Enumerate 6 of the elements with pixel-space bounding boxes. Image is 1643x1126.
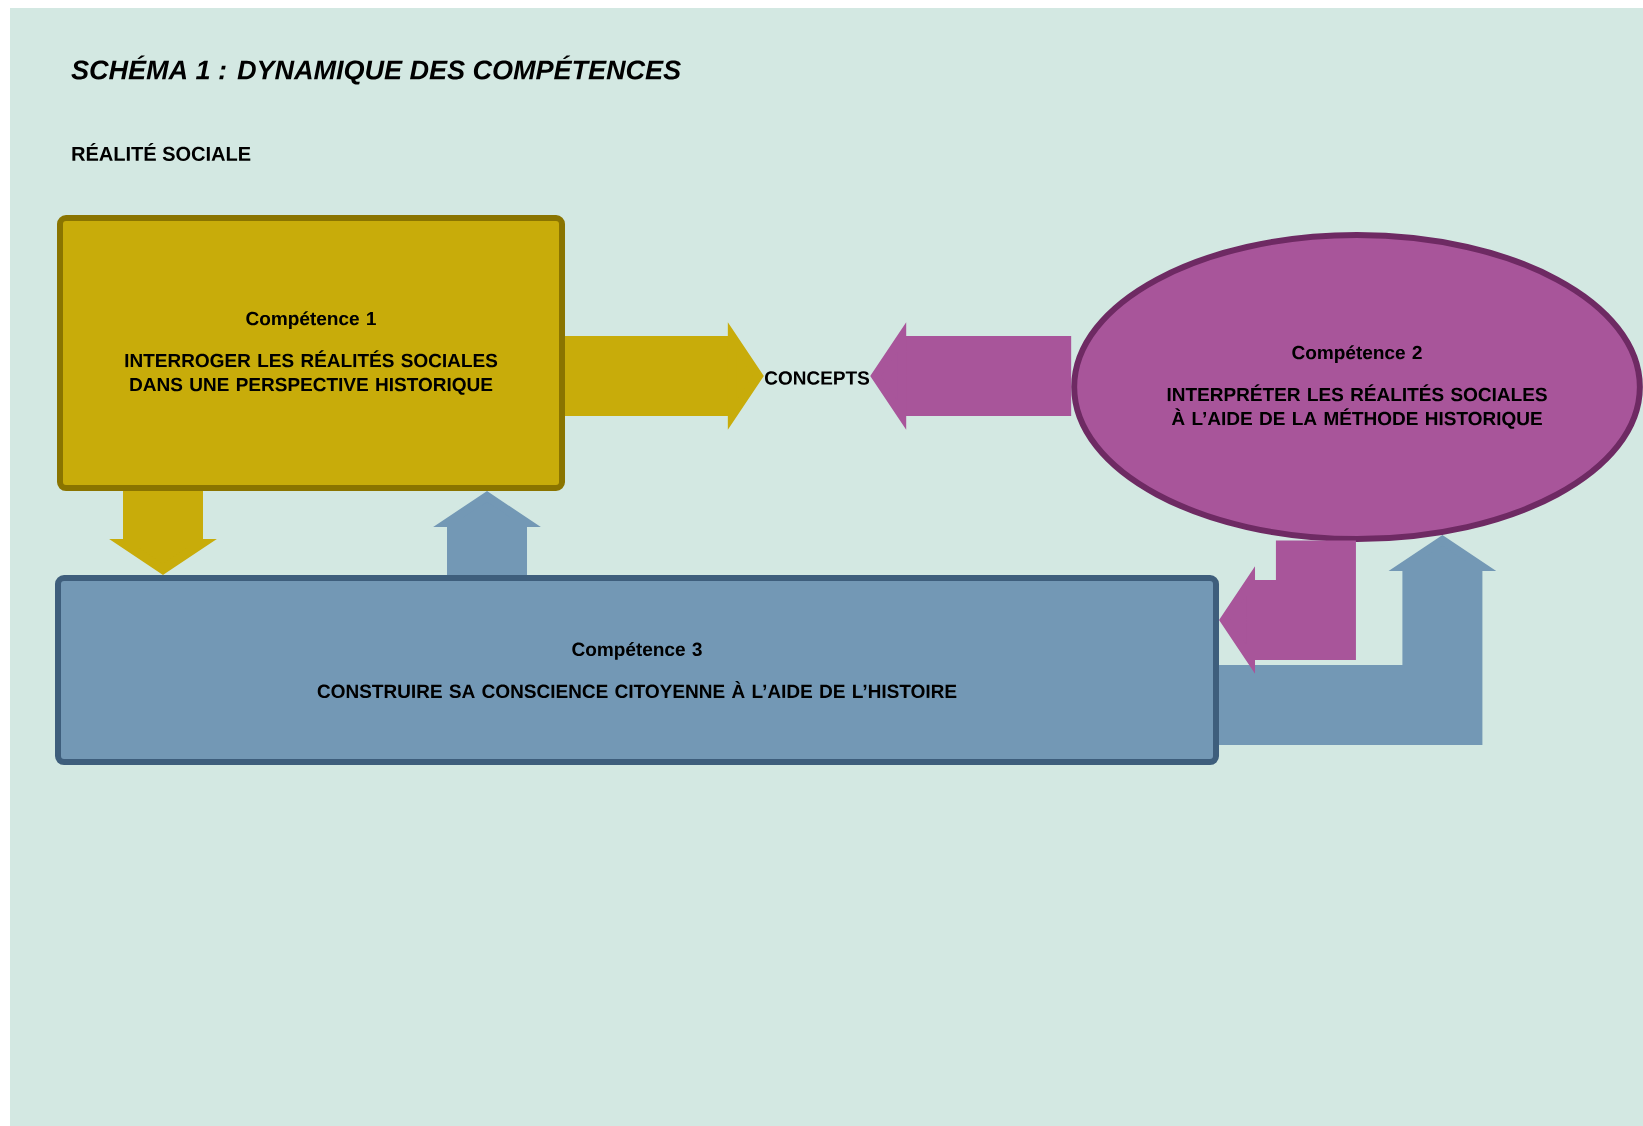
- block-arrow: [1219, 540, 1356, 674]
- competence-box: Compétence 3 CONSTRUIRE SA CONSCIENCE CITOYENNE À L’AIDE DE L’HISTOIRE: [55, 575, 1219, 765]
- title: SCHÉMA 1 : DYNAMIQUE DES COMPÉTENCES: [71, 55, 681, 85]
- concepts-text: CONCEPTS: [765, 371, 870, 385]
- section-label: RÉALITÉ SOCIALE: [72, 143, 251, 161]
- competence-box: Compétence 1 INTERROGER LES RÉALITÉS SOCIALES DANS UNE PERSPECTIVE HISTORIQUE: [57, 215, 565, 491]
